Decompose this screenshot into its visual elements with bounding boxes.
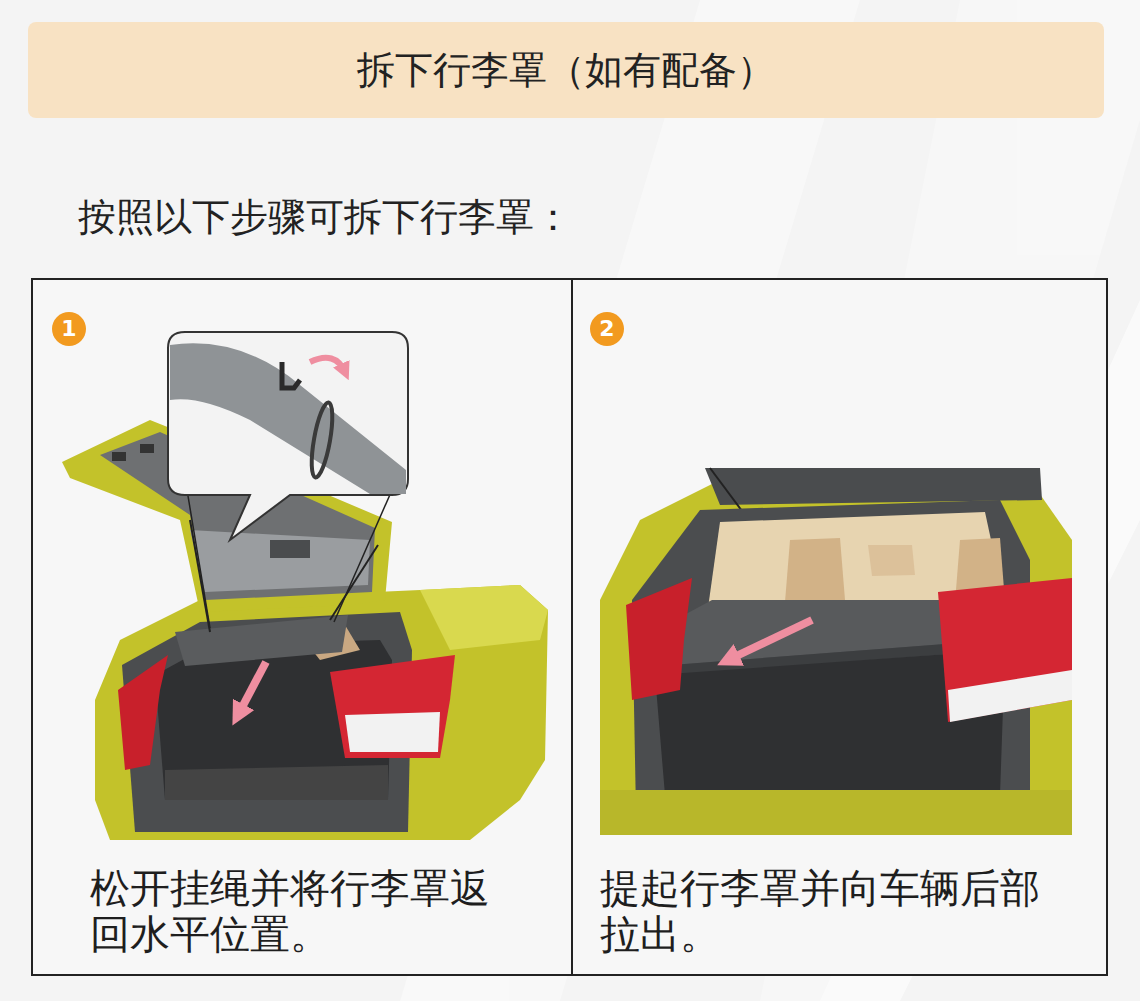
callout-number: 2 <box>599 318 614 340</box>
title-text: 拆下行李罩（如有配备） <box>357 45 775 96</box>
step-caption: 松开挂绳并将行李罩返回水平位置。 <box>90 865 510 957</box>
title-band: 拆下行李罩（如有配备） <box>28 22 1104 118</box>
table-ground <box>31 278 1108 976</box>
step-number-circle: 2 <box>590 312 624 346</box>
step-panel: 提起行李罩并向车辆后部拉出。 2 <box>573 278 1108 976</box>
callout-number: 1 <box>61 318 76 340</box>
step-panel: 松开挂绳并将行李罩返回水平位置。 1 <box>31 278 573 976</box>
intro-text: 按照以下步骤可拆下行李罩： <box>78 192 572 243</box>
step-caption: 提起行李罩并向车辆后部拉出。 <box>600 865 1060 957</box>
car-cover-flat <box>600 468 1072 835</box>
step-number-circle: 1 <box>52 312 86 346</box>
car-open-hatch <box>62 332 548 840</box>
